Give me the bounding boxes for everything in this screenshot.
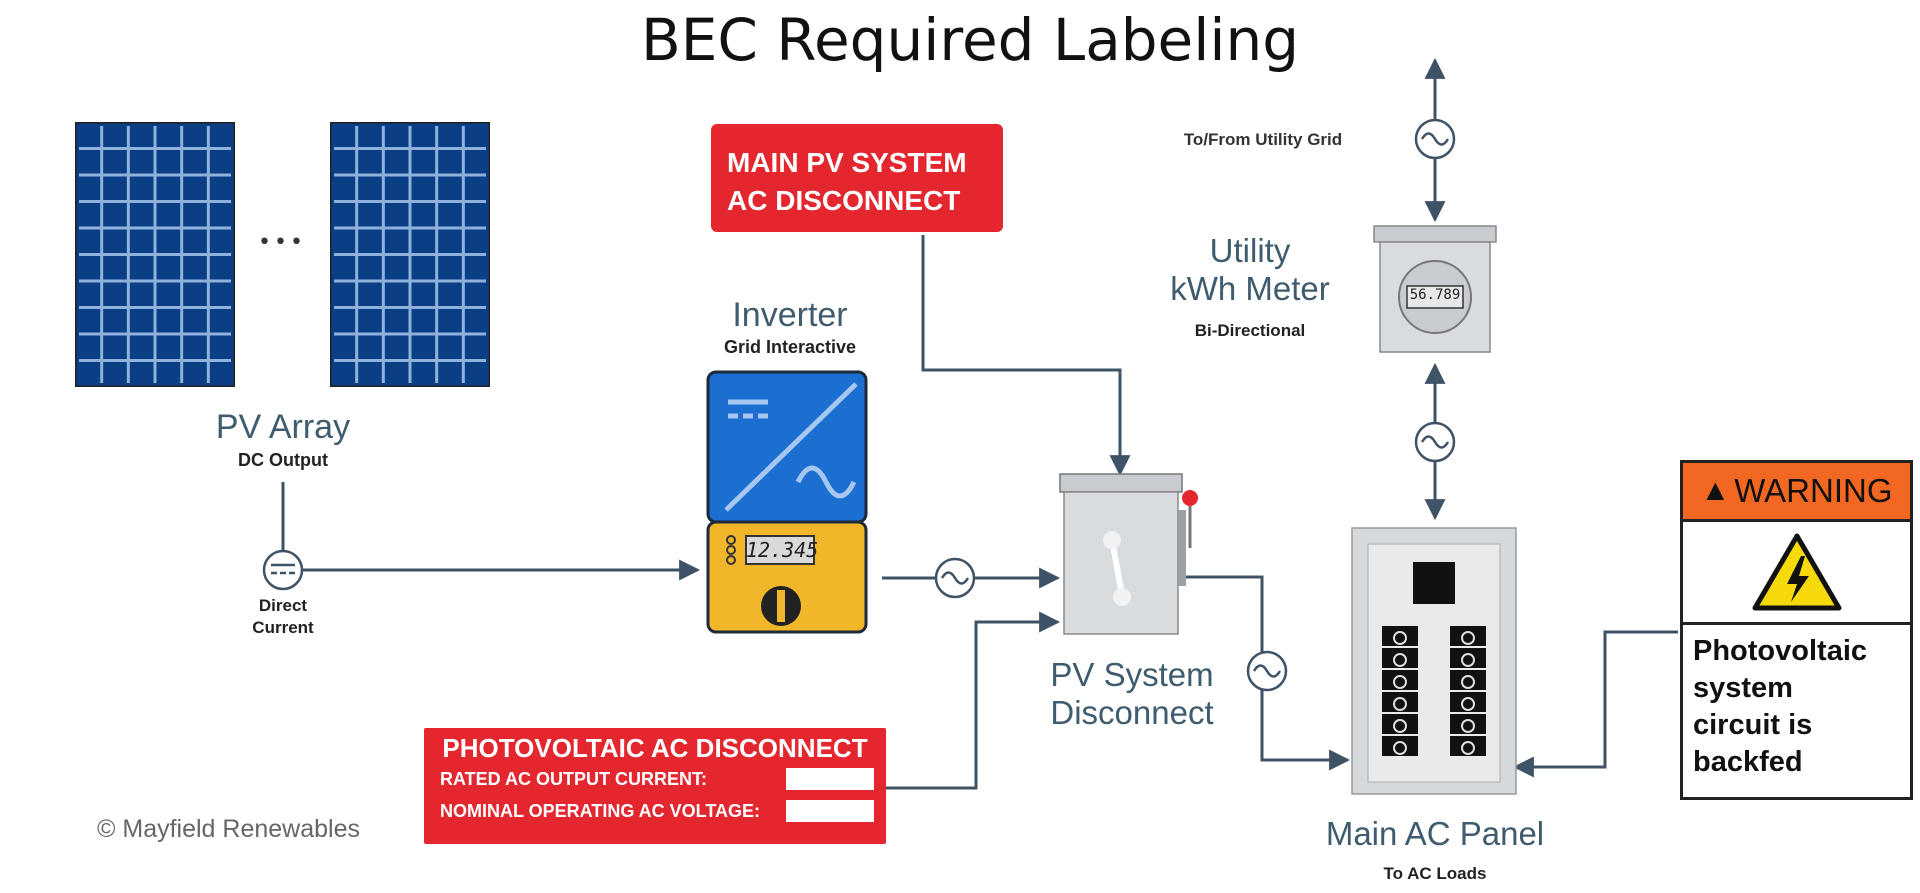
breaker (1450, 670, 1486, 690)
pv-system-disconnect-label: PV System Disconnect (1050, 656, 1214, 731)
dc-symbol (262, 549, 304, 591)
photovoltaic-ac-disconnect-sign: PHOTOVOLTAIC AC DISCONNECT RATED AC OUTP… (424, 728, 886, 844)
breaker (1450, 714, 1486, 734)
inverter-unit (706, 370, 868, 634)
meter-display: 56.789 (1409, 287, 1461, 303)
copyright-text: © Mayfield Renewables (97, 815, 360, 843)
ac-symbol-meter-panel (1414, 421, 1456, 463)
warning-text: Photovoltaic system circuit is backfed (1693, 635, 1868, 778)
breaker (1450, 648, 1486, 668)
warning-sign: ▲ WARNING Photovoltaic system circuit is… (1680, 460, 1913, 800)
inverter-label: Inverter (732, 296, 848, 334)
utility-meter-label: Utility kWh Meter (1170, 232, 1330, 307)
pv-ac-sign-title: PHOTOVOLTAIC AC DISCONNECT (442, 733, 868, 763)
main-ac-panel-sublabel: To AC Loads (1383, 864, 1487, 883)
breaker (1382, 648, 1418, 668)
breaker (1382, 736, 1418, 756)
wire-pvaclabel-to-disconnect (886, 611, 1061, 790)
ac-symbol-grid (1414, 118, 1456, 160)
pv-panel-1 (75, 122, 235, 387)
pv-ac-sign-row2: NOMINAL OPERATING AC VOLTAGE: (440, 800, 760, 821)
wire-warning-to-panel (1512, 630, 1678, 778)
breaker (1382, 626, 1418, 646)
breaker (1382, 670, 1418, 690)
ac-symbol-inverter-out (934, 557, 976, 599)
warning-triangle-icon: ▲ (1700, 474, 1731, 507)
page-title: BEC Required Labeling (640, 6, 1300, 74)
pv-array-sublabel: DC Output (238, 450, 328, 470)
breaker (1450, 626, 1486, 646)
pv-ac-sign-field1 (786, 768, 874, 790)
utility-kwh-meter (1373, 225, 1497, 353)
pv-ac-sign-field2 (786, 800, 874, 822)
main-ac-panel-label: Main AC Panel (1325, 815, 1545, 852)
inverter-display: 12.345 (746, 538, 819, 562)
wire-mainlabel-to-disconnect (921, 235, 1131, 477)
breaker (1382, 714, 1418, 734)
warning-header: ▲ WARNING (1683, 463, 1910, 519)
breaker (1382, 692, 1418, 712)
breaker (1450, 692, 1486, 712)
pv-ellipsis: ••• (258, 230, 306, 255)
pv-array-label: PV Array (215, 408, 351, 446)
warning-symbol-area (1683, 519, 1910, 625)
breaker (1450, 736, 1486, 756)
pv-panel-2 (330, 122, 490, 387)
main-pv-ac-disconnect-sign: MAIN PV SYSTEM AC DISCONNECT (711, 124, 1003, 232)
pv-system-disconnect-box (1059, 473, 1198, 635)
electrical-hazard-icon (1752, 533, 1841, 611)
utility-grid-label: To/From Utility Grid (1183, 130, 1343, 149)
inverter-sublabel: Grid Interactive (723, 337, 857, 357)
pv-ac-sign-row1: RATED AC OUTPUT CURRENT: (440, 768, 707, 789)
ac-symbol-disconnect-out (1246, 650, 1288, 692)
main-ac-panel-box (1351, 527, 1517, 795)
utility-meter-sublabel: Bi-Directional (1194, 321, 1306, 340)
